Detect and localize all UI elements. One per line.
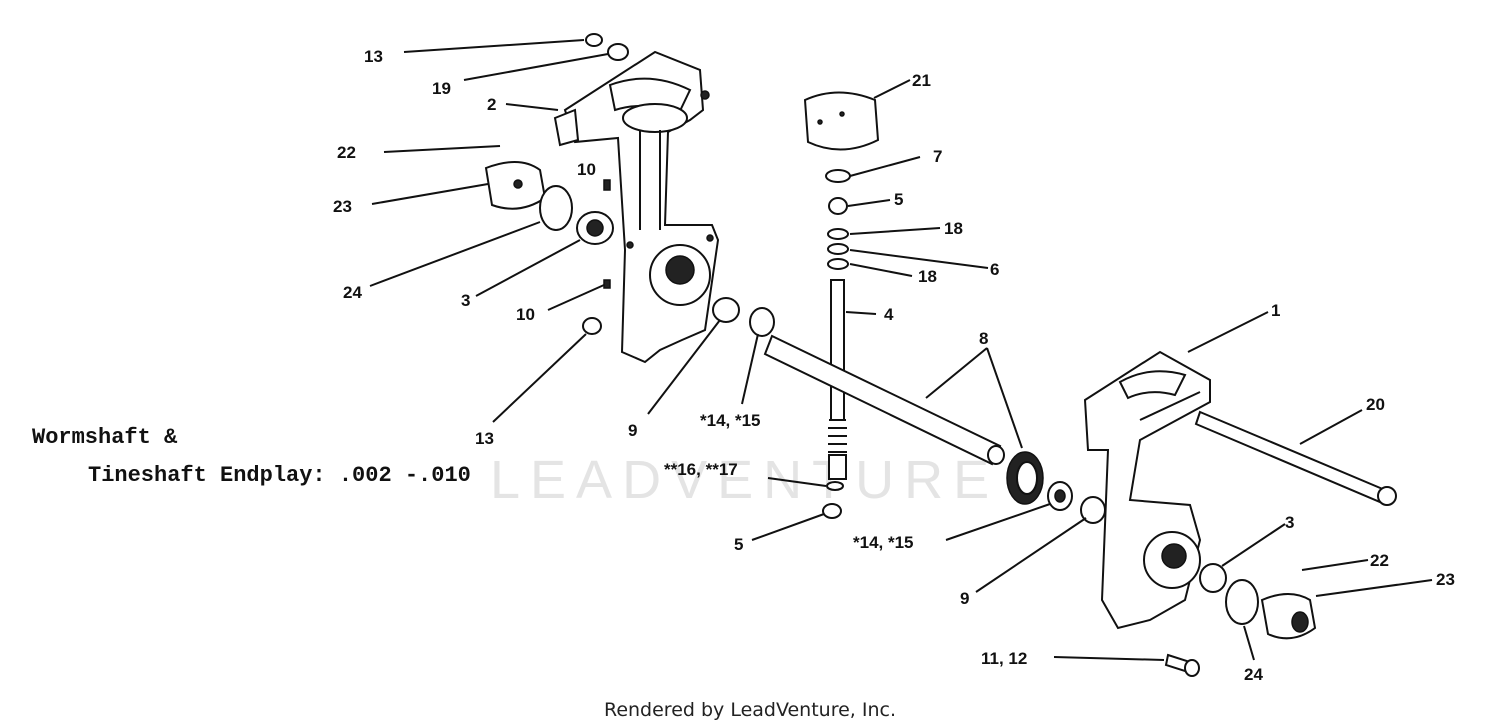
- seal-24-left: [539, 185, 573, 231]
- callout-13-bottom: 13: [475, 429, 494, 448]
- callout-22-right: 22: [1370, 551, 1389, 570]
- right-housing-part: [1083, 350, 1211, 630]
- leader-lines: [369, 39, 1433, 661]
- callout-13-top: 13: [364, 47, 383, 66]
- callout-16-17: **16, **17: [664, 460, 738, 479]
- callout-23-left: 23: [333, 197, 352, 216]
- callout-23-right: 23: [1436, 570, 1455, 589]
- callout-labels: 13 19 2 22 23 10 24 3 10 13 9 *14, *15 2…: [333, 47, 1455, 684]
- callout-14-15-right: *14, *15: [853, 533, 914, 552]
- callout-3-right: 3: [1285, 513, 1294, 532]
- bearing-5-top: [828, 197, 848, 215]
- pin-10-bottom: [603, 279, 611, 289]
- callout-8: 8: [979, 329, 988, 348]
- washer-19: [607, 43, 629, 61]
- callout-18-top: 18: [944, 219, 963, 238]
- callout-24-left: 24: [343, 283, 362, 302]
- left-small-parts: [484, 33, 775, 337]
- washer-16: [826, 481, 844, 491]
- bushing-9-left: [712, 297, 740, 323]
- nut-13-top: [585, 33, 603, 47]
- spec-line-2: Tineshaft Endplay: .002 -.010: [88, 463, 471, 488]
- callout-5-top: 5: [894, 190, 903, 209]
- callout-9-right: 9: [960, 589, 969, 608]
- bearing-3-right: [1199, 563, 1227, 593]
- callout-6: 6: [990, 260, 999, 279]
- left-housing-part: [553, 50, 720, 364]
- spec-line-1: Wormshaft &: [32, 425, 178, 450]
- right-small-parts: [1164, 410, 1397, 677]
- washer-18-bottom: [827, 258, 849, 270]
- wormshaft-4: [830, 279, 845, 421]
- bolt-20: [1194, 410, 1387, 504]
- washer-18-top: [827, 228, 849, 240]
- pin-10-top: [603, 179, 611, 191]
- nut-13-bottom: [582, 317, 602, 335]
- callout-7: 7: [933, 147, 942, 166]
- cap-21: [803, 91, 880, 151]
- bearing-5-bottom: [822, 503, 842, 519]
- callout-22-left: 22: [337, 143, 356, 162]
- credit-text: Rendered by LeadVenture, Inc.: [604, 699, 896, 721]
- callout-5-bottom: 5: [734, 535, 743, 554]
- callout-9-left: 9: [628, 421, 637, 440]
- callout-10-top: 10: [577, 160, 596, 179]
- callout-14-15-left: *14, *15: [700, 411, 761, 430]
- washer-14-left: [749, 307, 775, 337]
- tineshaft-8: [763, 334, 1002, 466]
- callout-18-bottom: 18: [918, 267, 937, 286]
- callout-2: 2: [487, 95, 496, 114]
- watermark-text: LEADVENTURE: [490, 450, 999, 510]
- callout-21: 21: [912, 71, 931, 90]
- callout-20: 20: [1366, 395, 1385, 414]
- seal-7: [825, 169, 851, 183]
- callout-4: 4: [884, 305, 894, 324]
- callout-1: 1: [1271, 301, 1280, 320]
- callout-10-bottom: 10: [516, 305, 535, 324]
- callout-11-12: 11, 12: [981, 649, 1027, 668]
- shim-6: [827, 243, 849, 255]
- seal-24-right: [1225, 579, 1259, 625]
- callout-19: 19: [432, 79, 451, 98]
- callout-24-right: 24: [1244, 665, 1263, 684]
- tineshaft-assembly: [763, 334, 1106, 524]
- callout-3-left: 3: [461, 291, 470, 310]
